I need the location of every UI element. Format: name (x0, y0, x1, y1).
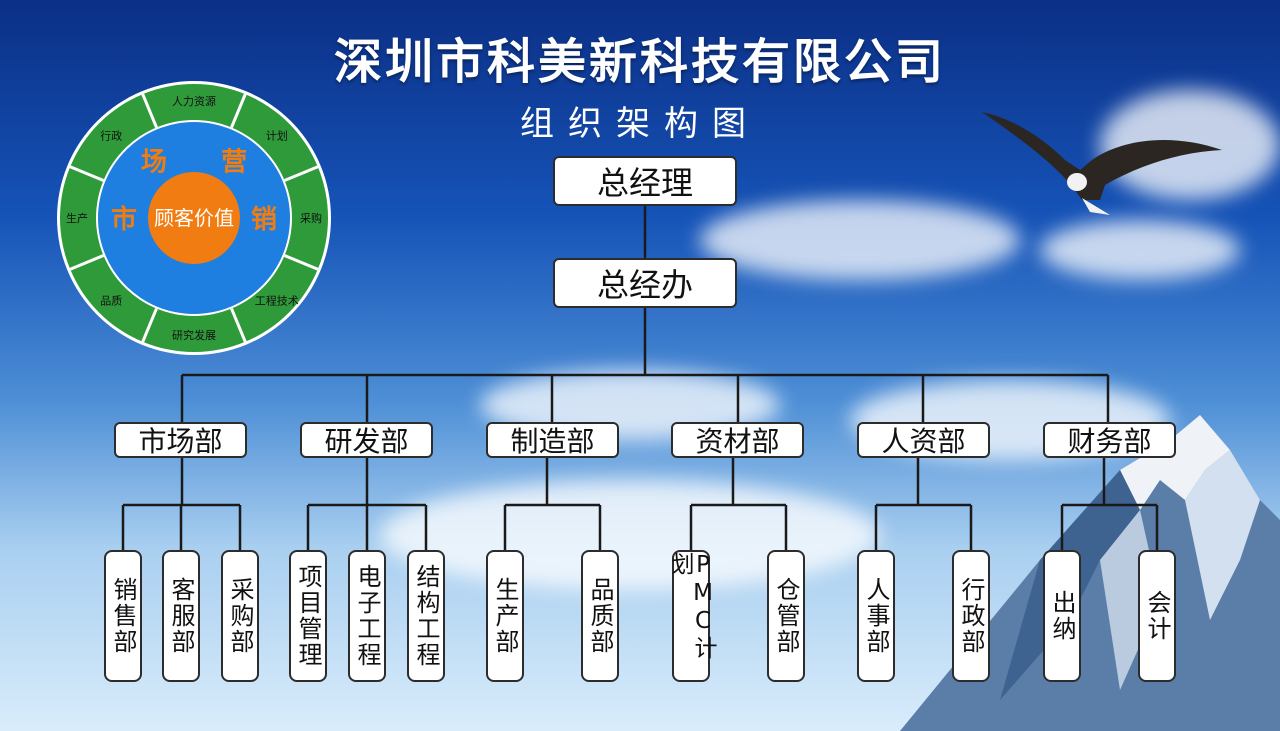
sub-administration: 行政部 (952, 550, 990, 682)
sub-electronic-engineering: 电子工程 (348, 550, 386, 682)
dept-materials: 资材部 (671, 422, 804, 458)
wheel-outer-label: 行政 (100, 128, 122, 142)
sub-purchasing: 采购部 (221, 550, 259, 682)
wheel-inner-char: 市 (111, 204, 137, 235)
general-manager-node: 总经理 (553, 156, 737, 206)
wheel-separator (230, 93, 247, 129)
sub-customer-service: 客服部 (162, 550, 200, 682)
wheel-center-label: 顾客价值 (154, 206, 234, 230)
dept-finance: 财务部 (1043, 422, 1176, 458)
sub-accounting: 会计 (1138, 550, 1176, 682)
sub-personnel: 人事部 (857, 550, 895, 682)
wheel-separator (283, 254, 319, 271)
sub-quality: 品质部 (581, 550, 619, 682)
wheel-center (148, 172, 240, 264)
sub-sales: 销售部 (104, 550, 142, 682)
cloud (1040, 220, 1240, 280)
wheel-outer-label: 研究发展 (172, 328, 216, 342)
wheel-separator (141, 307, 158, 343)
dept-hr: 人资部 (857, 422, 990, 458)
wheel-outer-label: 生产 (66, 211, 88, 225)
wheel-separator (69, 254, 105, 271)
cloud (700, 200, 1020, 280)
wheel-outer-label: 工程技术 (255, 295, 299, 308)
wheel-separator (283, 165, 319, 182)
sub-project-management: 项目管理 (289, 550, 327, 682)
wheel-separator (230, 307, 247, 343)
wheel-outer-label: 采购 (300, 211, 322, 225)
gm-office-node: 总经办 (553, 258, 737, 308)
sub-production: 生产部 (486, 550, 524, 682)
page-subtitle: 组织架构图 (520, 104, 760, 144)
sub-pmc-planning: PMC计划 (667, 550, 716, 682)
dept-marketing: 市场部 (114, 422, 247, 458)
dept-rnd: 研发部 (300, 422, 433, 458)
wheel-outer-label: 计划 (266, 129, 288, 142)
page-title: 深圳市科美新科技有限公司 (333, 34, 946, 90)
dept-manufacturing: 制造部 (486, 422, 619, 458)
wheel-inner-char: 营 (221, 148, 247, 178)
wheel-separator (69, 165, 105, 182)
wheel-separator (141, 93, 158, 129)
wheel-inner-char: 销 (251, 205, 277, 235)
sub-structural-engineering: 结构工程 (407, 550, 445, 682)
wheel-outer-label: 品质 (100, 295, 122, 308)
sub-cashier: 出纳 (1043, 550, 1081, 682)
wheel-inner-char: 场 (141, 148, 167, 178)
wheel-outer-label: 人力资源 (172, 94, 216, 108)
sub-warehouse: 仓管部 (767, 550, 805, 682)
